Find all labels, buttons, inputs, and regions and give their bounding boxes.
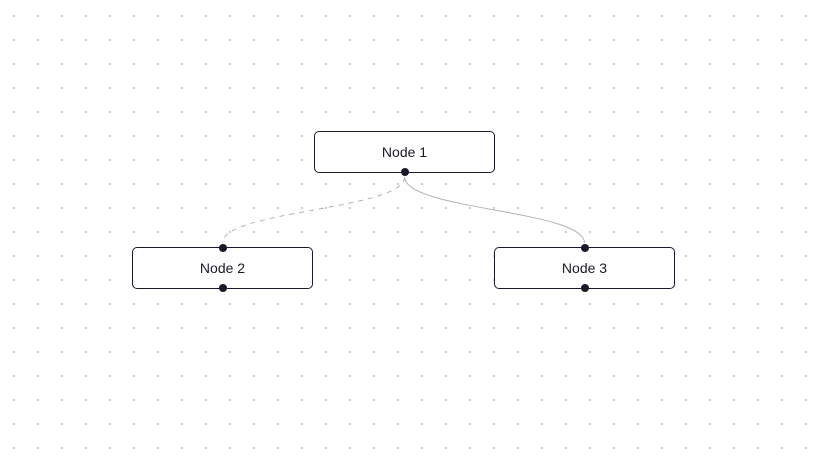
node-1[interactable]: Node 1 xyxy=(314,131,495,176)
node-1-label: Node 1 xyxy=(381,144,428,160)
node-3[interactable]: Node 3 xyxy=(494,244,675,292)
edge-node1-node2[interactable] xyxy=(222,176,405,244)
node-2-source-handle[interactable] xyxy=(218,284,227,292)
node-3-label: Node 3 xyxy=(561,260,608,276)
node-2-target-handle[interactable] xyxy=(218,244,227,252)
node-1-source-handle[interactable] xyxy=(400,168,409,176)
node-3-source-handle[interactable] xyxy=(580,284,589,292)
node-2[interactable]: Node 2 xyxy=(132,244,313,292)
node-2-label: Node 2 xyxy=(199,260,246,276)
edge-node1-node3[interactable] xyxy=(404,176,585,244)
node-3-target-handle[interactable] xyxy=(580,244,589,252)
